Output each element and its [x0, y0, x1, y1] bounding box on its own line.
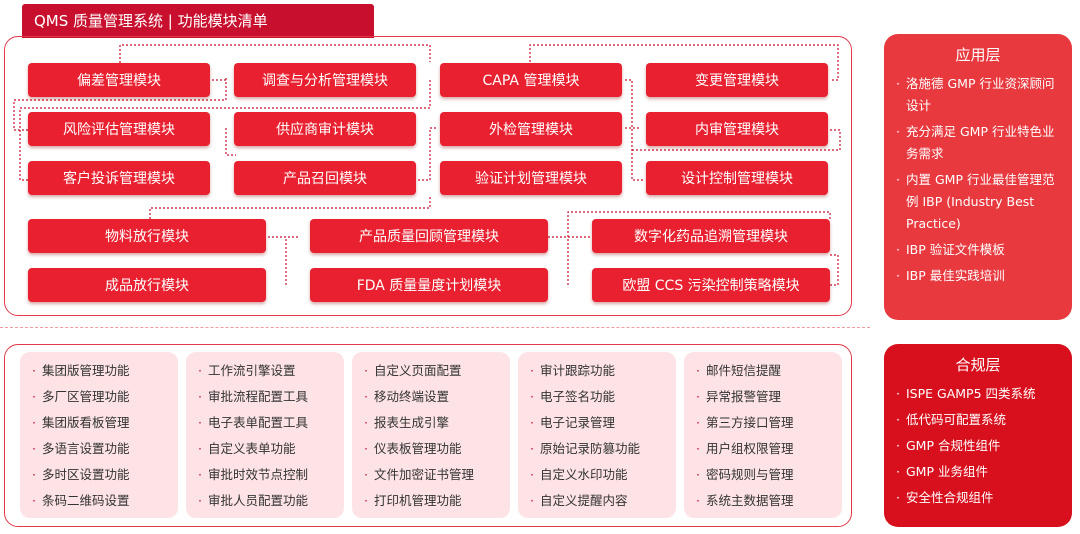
module-quality-review[interactable]: 产品质量回顾管理模块: [310, 219, 548, 253]
list-item: 充分满足 GMP 行业特色业务需求: [894, 121, 1062, 165]
list-item: IBP 验证文件模板: [894, 239, 1062, 261]
compliance-layer-title: 合规层: [955, 356, 1001, 374]
list-item: ·多时区设置功能: [32, 467, 130, 482]
list-item: 安全性合规组件: [894, 487, 1062, 509]
module-internal-audit[interactable]: 内审管理模块: [646, 112, 828, 146]
module-complaint[interactable]: 客户投诉管理模块: [28, 161, 210, 195]
list-item: ·工作流引擎设置: [198, 363, 296, 378]
module-frame: [4, 36, 852, 316]
module-capa[interactable]: CAPA 管理模块: [440, 63, 622, 97]
list-item: ·移动终端设置: [364, 389, 449, 404]
list-item: ·用户组权限管理: [696, 441, 794, 456]
list-item: ·条码二维码设置: [32, 493, 130, 508]
list-item: ·打印机管理功能: [364, 493, 462, 508]
list-item: IBP 最佳实践培训: [894, 265, 1062, 287]
platform-column-3: ·自定义页面配置 ·移动终端设置 ·报表生成引擎 ·仪表板管理功能 ·文件加密证…: [352, 352, 510, 518]
module-product-release[interactable]: 成品放行模块: [28, 268, 266, 302]
platform-column-1: ·集团版管理功能 ·多厂区管理功能 ·集团版看板管理 ·多语言设置功能 ·多时区…: [20, 352, 178, 518]
module-validation-plan[interactable]: 验证计划管理模块: [440, 161, 622, 195]
list-item: ·异常报警管理: [696, 389, 781, 404]
layer-separator: [0, 327, 870, 328]
list-item: ·电子签名功能: [530, 389, 615, 404]
module-risk[interactable]: 风险评估管理模块: [28, 112, 210, 146]
module-design-control[interactable]: 设计控制管理模块: [646, 161, 828, 195]
platform-column-5: ·邮件短信提醒 ·异常报警管理 ·第三方接口管理 ·用户组权限管理 ·密码规则与…: [684, 352, 842, 518]
list-item: ·电子表单配置工具: [198, 415, 308, 430]
list-item: ·电子记录管理: [530, 415, 615, 430]
list-item: ·自定义表单功能: [198, 441, 296, 456]
module-change[interactable]: 变更管理模块: [646, 63, 828, 97]
list-item: ISPE GAMP5 四类系统: [894, 383, 1062, 405]
list-item: ·原始记录防篡功能: [530, 441, 640, 456]
page-title: QMS 质量管理系统 | 功能模块清单: [22, 4, 374, 38]
module-traceability[interactable]: 数字化药品追溯管理模块: [592, 219, 830, 253]
compliance-layer-panel: 合规层 ISPE GAMP5 四类系统 低代码可配置系统 GMP 合规性组件 G…: [884, 344, 1072, 527]
list-item: 内置 GMP 行业最佳管理范例 IBP (Industry Best Pract…: [894, 169, 1062, 235]
list-item: ·审批人员配置功能: [198, 493, 308, 508]
module-eu-ccs[interactable]: 欧盟 CCS 污染控制策略模块: [592, 268, 830, 302]
platform-frame: [4, 344, 852, 527]
application-layer-panel: 应用层 洛施德 GMP 行业资深顾问设计 充分满足 GMP 行业特色业务需求 内…: [884, 34, 1072, 320]
module-investigation[interactable]: 调查与分析管理模块: [234, 63, 416, 97]
module-fda-metrics[interactable]: FDA 质量量度计划模块: [310, 268, 548, 302]
list-item: ·密码规则与管理: [696, 467, 794, 482]
list-item: ·自定义水印功能: [530, 467, 628, 482]
list-item: ·自定义提醒内容: [530, 493, 628, 508]
module-material-release[interactable]: 物料放行模块: [28, 219, 266, 253]
module-recall[interactable]: 产品召回模块: [234, 161, 416, 195]
list-item: GMP 合规性组件: [894, 435, 1062, 457]
list-item: ·多厂区管理功能: [32, 389, 130, 404]
platform-column-4: ·审计跟踪功能 ·电子签名功能 ·电子记录管理 ·原始记录防篡功能 ·自定义水印…: [518, 352, 676, 518]
module-external-inspection[interactable]: 外检管理模块: [440, 112, 622, 146]
list-item: ·审批流程配置工具: [198, 389, 308, 404]
list-item: ·审计跟踪功能: [530, 363, 615, 378]
platform-column-2: ·工作流引擎设置 ·审批流程配置工具 ·电子表单配置工具 ·自定义表单功能 ·审…: [186, 352, 344, 518]
list-item: ·审批时效节点控制: [198, 467, 308, 482]
list-item: 低代码可配置系统: [894, 409, 1062, 431]
list-item: ·集团版管理功能: [32, 363, 130, 378]
list-item: ·集团版看板管理: [32, 415, 130, 430]
list-item: GMP 业务组件: [894, 461, 1062, 483]
list-item: ·报表生成引擎: [364, 415, 449, 430]
list-item: ·邮件短信提醒: [696, 363, 781, 378]
list-item: ·仪表板管理功能: [364, 441, 462, 456]
list-item: ·自定义页面配置: [364, 363, 462, 378]
list-item: ·多语言设置功能: [32, 441, 130, 456]
application-layer-title: 应用层: [955, 46, 1001, 64]
module-deviation[interactable]: 偏差管理模块: [28, 63, 210, 97]
list-item: ·文件加密证书管理: [364, 467, 474, 482]
list-item: ·系统主数据管理: [696, 493, 794, 508]
list-item: 洛施德 GMP 行业资深顾问设计: [894, 73, 1062, 117]
module-supplier-audit[interactable]: 供应商审计模块: [234, 112, 416, 146]
list-item: ·第三方接口管理: [696, 415, 794, 430]
